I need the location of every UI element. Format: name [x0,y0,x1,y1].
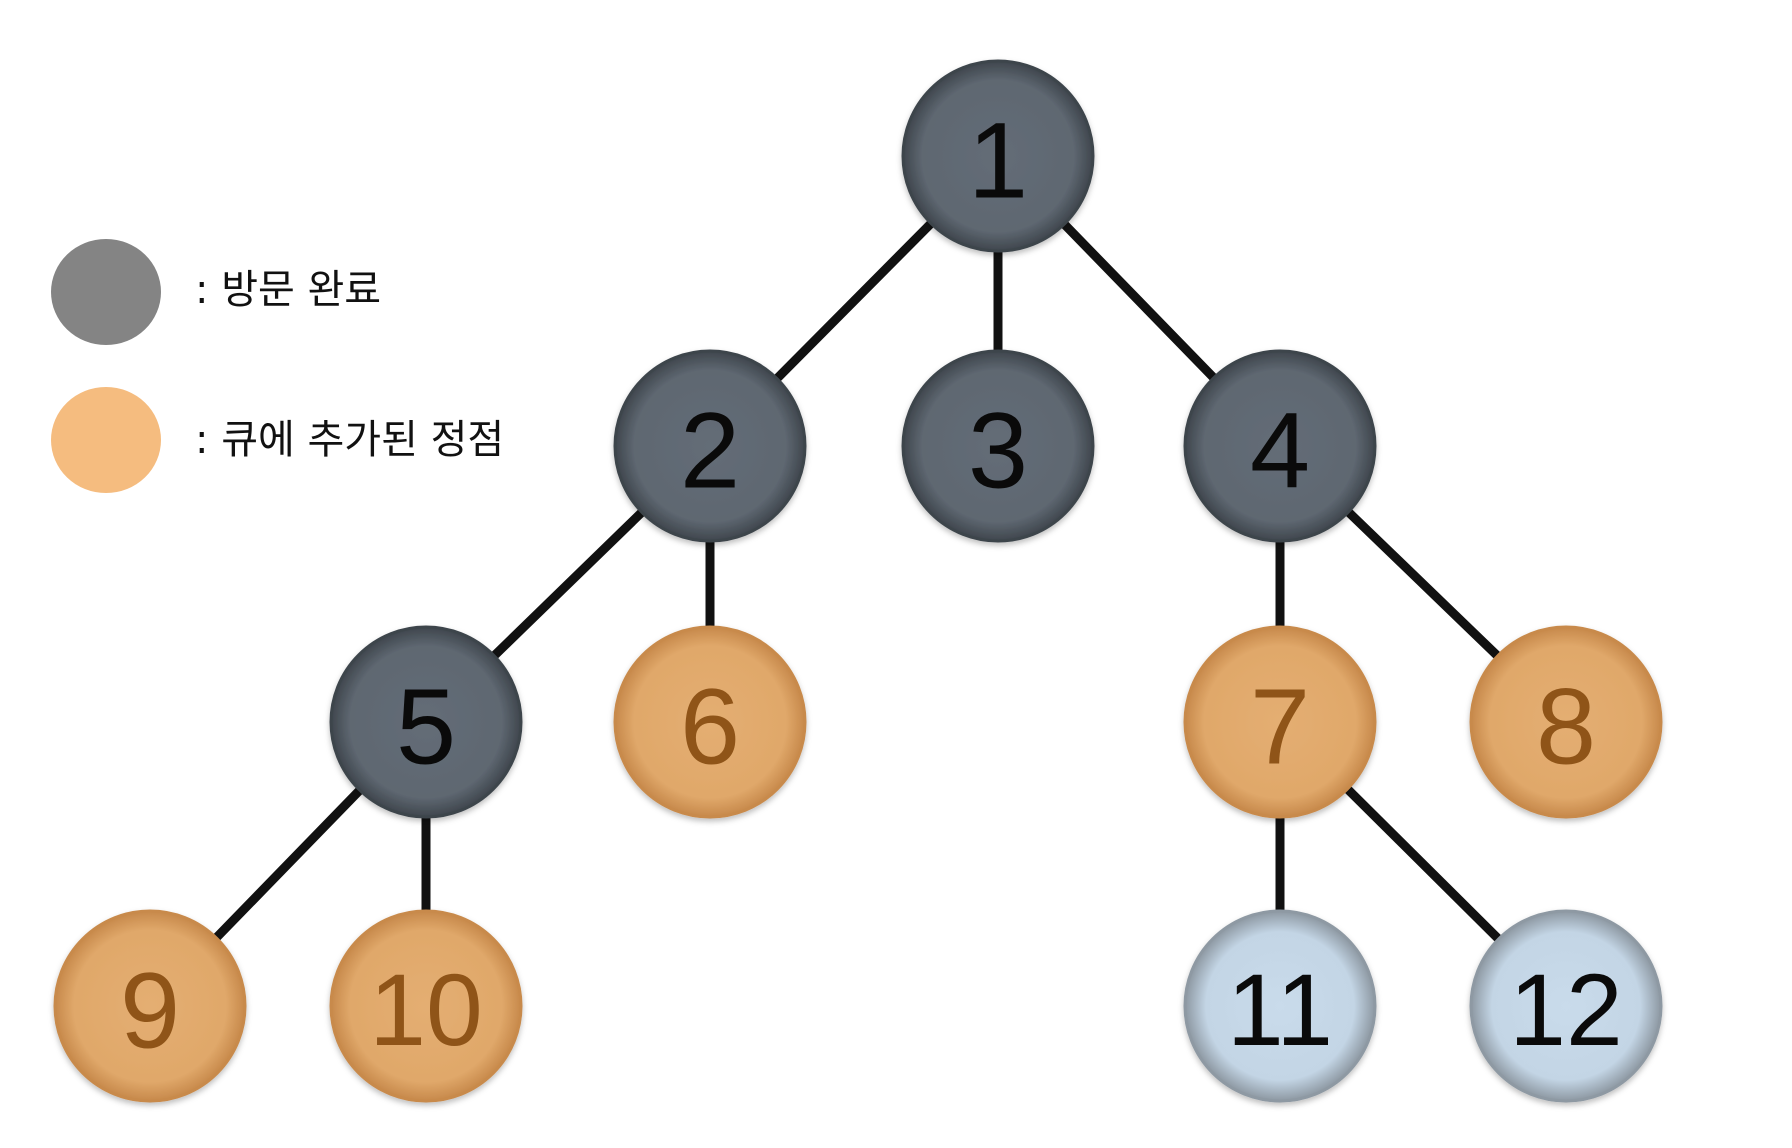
legend: : 방문 완료 : 큐에 추가된 정점 [51,239,504,493]
node-8: 8 [1469,625,1663,819]
node-label-8: 8 [1536,666,1596,787]
node-circle-7 [1183,625,1377,819]
node-2: 2 [613,349,807,543]
node-label-1: 1 [968,100,1028,221]
legend-item-queued: : 큐에 추가된 정점 [51,387,504,493]
node-label-2: 2 [680,390,740,511]
node-circle-12 [1469,909,1663,1103]
node-label-10: 10 [369,953,482,1067]
node-12: 12 [1469,909,1663,1103]
node-label-5: 5 [396,666,456,787]
node-label-9: 9 [120,950,180,1071]
node-label-3: 3 [968,390,1028,511]
node-label-7: 7 [1250,666,1310,787]
node-11: 11 [1183,909,1377,1103]
legend-label-visited: : 방문 완료 [195,267,381,313]
node-4: 4 [1183,349,1377,543]
legend-label-queued: : 큐에 추가된 정점 [195,417,504,463]
node-label-4: 4 [1250,390,1310,511]
node-6: 6 [613,625,807,819]
legend-item-visited: : 방문 완료 [51,239,381,345]
node-3: 3 [901,349,1095,543]
node-circle-4 [1183,349,1377,543]
node-circle-8 [1469,625,1663,819]
node-label-6: 6 [680,666,740,787]
node-circle-6 [613,625,807,819]
node-label-11: 11 [1227,953,1333,1067]
node-circle-11 [1183,909,1377,1103]
node-10: 10 [329,909,523,1103]
node-circle-10 [329,909,523,1103]
node-circle-2 [613,349,807,543]
node-circle-1 [901,59,1095,253]
node-circle-3 [901,349,1095,543]
legend-swatch-visited [51,239,161,345]
node-circle-5 [329,625,523,819]
node-5: 5 [329,625,523,819]
legend-swatch-queued [51,387,161,493]
node-9: 9 [53,909,247,1103]
node-1: 1 [901,59,1095,253]
node-7: 7 [1183,625,1377,819]
node-circle-9 [53,909,247,1103]
node-label-12: 12 [1509,953,1622,1067]
